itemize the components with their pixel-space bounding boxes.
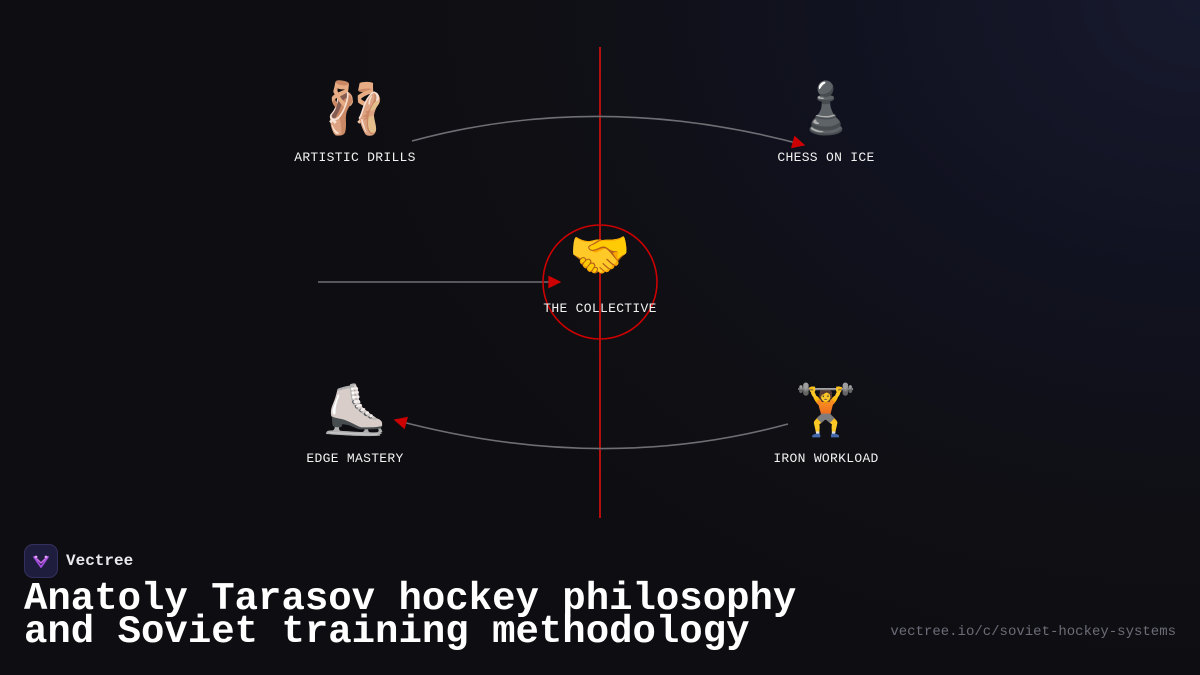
chess-pawn-icon: ♟️ [795, 79, 857, 137]
node-artistic-drills-label: ARTISTIC DRILLS [294, 150, 416, 165]
node-chess-on-ice-label: CHESS ON ICE [777, 150, 874, 165]
connector-artistic-to-chess [411, 115, 806, 149]
ballet-shoes-icon: 🩰 [324, 78, 386, 137]
brand[interactable]: Vectree [24, 544, 133, 578]
page-title: Anatoly Tarasov hockey philosophy and So… [24, 577, 797, 654]
node-chess-on-ice[interactable]: ♟️ CHESS ON ICE [777, 79, 874, 165]
handshake-icon: 🤝 [569, 226, 631, 284]
node-iron-workload[interactable]: 🏋️ IRON WORKLOAD [773, 381, 878, 466]
center-node-ring [542, 224, 658, 340]
connector-iron-to-edge [393, 416, 789, 450]
ice-skate-icon: ⛸️ [324, 381, 386, 439]
source-url[interactable]: vectree.io/c/soviet-hockey-systems [890, 624, 1176, 640]
vectree-logo-icon [24, 544, 58, 578]
center-node[interactable]: 🤝 THE COLLECTIVE [542, 224, 658, 340]
node-iron-workload-label: IRON WORKLOAD [773, 451, 878, 466]
node-edge-mastery[interactable]: ⛸️ EDGE MASTERY [306, 381, 403, 466]
node-artistic-drills[interactable]: 🩰 ARTISTIC DRILLS [294, 78, 416, 165]
weightlifter-icon: 🏋️ [795, 381, 857, 439]
node-edge-mastery-label: EDGE MASTERY [306, 451, 403, 466]
brand-name: Vectree [66, 552, 134, 570]
center-node-label: THE COLLECTIVE [543, 301, 656, 316]
